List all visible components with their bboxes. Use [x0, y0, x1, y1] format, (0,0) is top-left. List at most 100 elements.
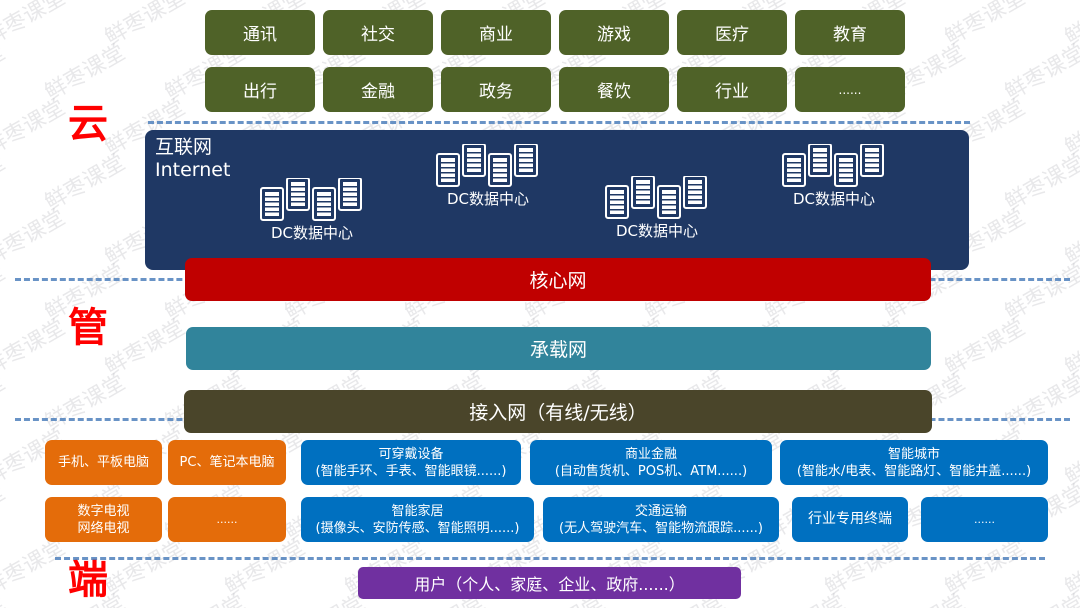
watermark-text: 鲜枣课堂 — [0, 150, 10, 216]
datacenter-label: DC数据中心 — [446, 190, 530, 208]
server-icon — [312, 187, 336, 221]
server-icon — [782, 153, 806, 187]
device-detail: (自动售货机、POS机、ATM......) — [554, 463, 748, 479]
core-network-bar: 核心网 — [185, 258, 931, 301]
watermark-text: 鲜枣课堂 — [1060, 535, 1080, 601]
datacenter: DC数据中心 — [435, 144, 541, 209]
watermark-text: 鲜枣课堂 — [940, 0, 1030, 51]
app-box: 社交 — [323, 10, 433, 55]
datacenter: DC数据中心 — [259, 178, 365, 243]
device-title: 可穿戴设备 — [378, 446, 444, 462]
watermark-text: 鲜枣课堂 — [0, 260, 10, 326]
watermark-text: 鲜枣课堂 — [0, 585, 10, 608]
users-bar: 用户（个人、家庭、企业、政府......） — [358, 567, 741, 599]
watermark-text: 鲜枣课堂 — [0, 205, 70, 271]
bearer-network-bar: 承载网 — [186, 327, 931, 370]
watermark-text: 鲜枣课堂 — [1060, 315, 1080, 381]
app-box: 行业 — [677, 67, 787, 112]
separator-end — [55, 557, 1045, 560]
app-box: 金融 — [323, 67, 433, 112]
device-box: 交通运输 (无人驾驶汽车、智能物流跟踪......) — [543, 497, 779, 542]
watermark-text: 鲜枣课堂 — [0, 370, 10, 436]
device-box: PC、笔记本电脑 — [168, 440, 286, 485]
datacenter: DC数据中心 — [781, 144, 887, 209]
device-box: 智能城市 (智能水/电表、智能路灯、智能井盖......) — [780, 440, 1048, 485]
internet-panel: 互联网 Internet DC数据中心 DC数据中心 DC数据中心 DC数据中心 — [145, 130, 969, 270]
internet-title: 互联网 Internet — [155, 136, 230, 182]
watermark-text: 鲜枣课堂 — [278, 585, 370, 608]
server-icon — [657, 185, 681, 219]
watermark-text: 鲜枣课堂 — [1000, 150, 1080, 216]
watermark-text: 鲜枣课堂 — [0, 40, 10, 106]
device-box: 智能家居 (摄像头、安防传感、智能照明......) — [301, 497, 534, 542]
device-detail: (智能水/电表、智能路灯、智能井盖......) — [796, 463, 1032, 479]
watermark-text: 鲜枣课堂 — [0, 95, 70, 161]
server-icon — [286, 178, 310, 211]
server-icon — [260, 187, 284, 221]
device-label: PC、笔记本电脑 — [179, 455, 275, 470]
server-icon — [683, 176, 707, 209]
app-box: 通讯 — [205, 10, 315, 55]
device-box: 行业专用终端 — [792, 497, 908, 542]
device-detail: (摄像头、安防传感、智能照明......) — [315, 520, 520, 536]
datacenter-label: DC数据中心 — [270, 224, 354, 242]
device-label: ...... — [216, 513, 238, 526]
device-label: 数字电视 — [77, 503, 130, 519]
server-icon — [834, 153, 858, 187]
server-icon — [860, 144, 884, 177]
device-box-more: ...... — [168, 497, 286, 542]
device-title: ...... — [974, 513, 995, 526]
device-title: 行业专用终端 — [808, 511, 892, 527]
server-rack-icon — [436, 144, 538, 187]
layer-label-cloud: 云 — [68, 101, 108, 147]
datacenter-label: DC数据中心 — [792, 190, 876, 208]
device-box-more: ...... — [921, 497, 1048, 542]
access-network-bar: 接入网（有线/无线） — [184, 390, 932, 433]
device-label: 网络电视 — [77, 520, 130, 536]
server-icon — [462, 144, 486, 177]
watermark-text: 鲜枣课堂 — [998, 585, 1080, 608]
watermark-text: 鲜枣课堂 — [1060, 95, 1080, 161]
watermark-text: 鲜枣课堂 — [1000, 370, 1080, 436]
watermark-text: 鲜枣课堂 — [940, 315, 1030, 381]
watermark-text: 鲜枣课堂 — [158, 585, 250, 608]
app-box-more: ...... — [795, 67, 905, 112]
watermark-text: 鲜枣课堂 — [40, 150, 130, 216]
device-detail: (智能手环、手表、智能眼镜......) — [315, 463, 507, 479]
app-box: 餐饮 — [559, 67, 669, 112]
watermark-text: 鲜枣课堂 — [1060, 425, 1080, 491]
watermark-text: 鲜枣课堂 — [758, 585, 850, 608]
watermark-text: 鲜枣课堂 — [40, 40, 130, 106]
device-box: 数字电视 网络电视 — [45, 497, 162, 542]
layer-label-end: 端 — [68, 557, 108, 603]
watermark-text: 鲜枣课堂 — [40, 370, 130, 436]
watermark-text: 鲜枣课堂 — [0, 480, 10, 546]
watermark-text: 鲜枣课堂 — [1000, 40, 1080, 106]
app-box: 出行 — [205, 67, 315, 112]
watermark-text: 鲜枣课堂 — [0, 315, 70, 381]
server-icon — [808, 144, 832, 177]
server-icon — [605, 185, 629, 219]
server-icon — [436, 153, 460, 187]
watermark-text: 鲜枣课堂 — [1060, 205, 1080, 271]
watermark-text: 鲜枣课堂 — [0, 0, 70, 51]
device-detail: (无人驾驶汽车、智能物流跟踪......) — [559, 520, 763, 536]
device-title: 商业金融 — [624, 446, 677, 462]
app-box: 游戏 — [559, 10, 669, 55]
device-title: 智能城市 — [887, 446, 940, 462]
app-box: 医疗 — [677, 10, 787, 55]
device-box: 手机、平板电脑 — [45, 440, 162, 485]
device-box: 可穿戴设备 (智能手环、手表、智能眼镜......) — [301, 440, 521, 485]
device-label: 手机、平板电脑 — [57, 455, 149, 470]
server-icon — [631, 176, 655, 209]
watermark-text: 鲜枣课堂 — [1060, 0, 1080, 51]
datacenter-label: DC数据中心 — [615, 222, 699, 240]
internet-title-cn: 互联网 — [155, 136, 213, 158]
server-rack-icon — [605, 176, 707, 219]
watermark-text: 鲜枣课堂 — [100, 315, 190, 381]
server-rack-icon — [260, 178, 362, 221]
app-box: 政务 — [441, 67, 551, 112]
server-icon — [488, 153, 512, 187]
device-title: 交通运输 — [634, 503, 687, 519]
app-box: 商业 — [441, 10, 551, 55]
